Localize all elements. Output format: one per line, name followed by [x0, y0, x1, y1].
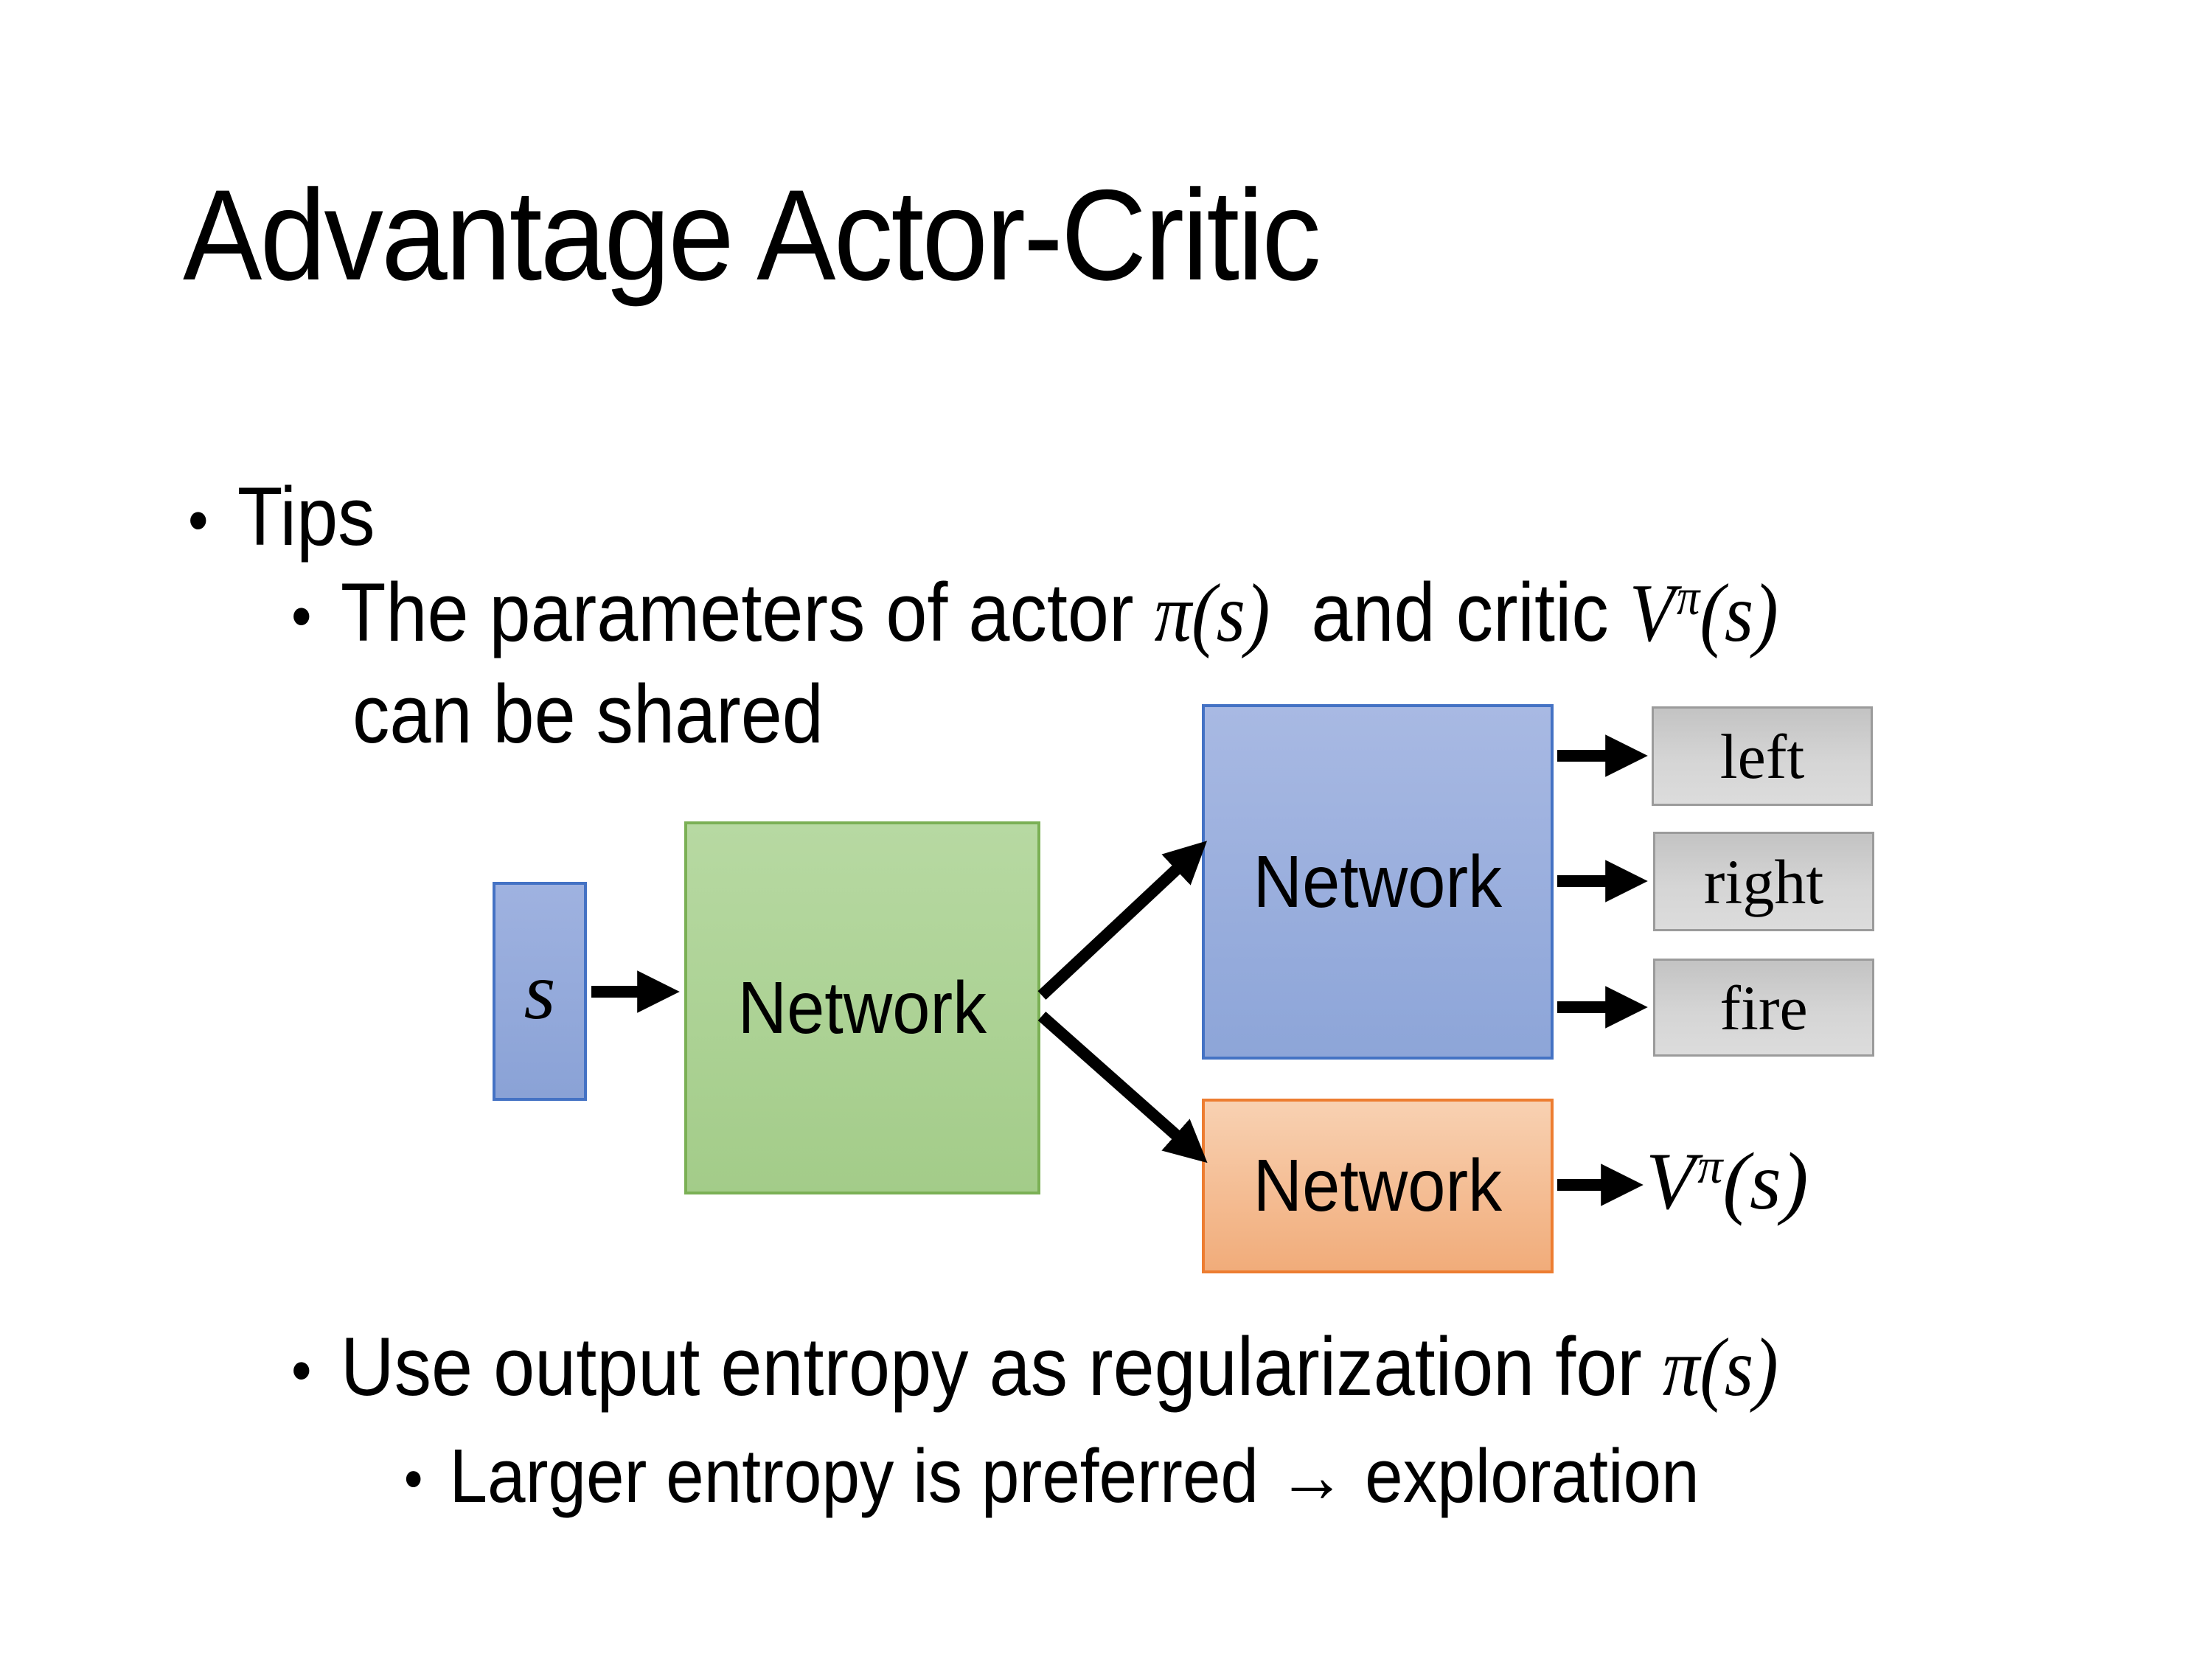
critic-network-box: Network — [1202, 1099, 1554, 1273]
slide-title: Advantage Actor-Critic — [183, 164, 1321, 307]
value-output-label: Vπ(s) — [1646, 1136, 1809, 1226]
actor-network-box: Network — [1202, 704, 1554, 1060]
action-box-right: right — [1653, 832, 1874, 931]
critic-network-label: Network — [1253, 1144, 1503, 1227]
shared-network-box: Network — [684, 821, 1040, 1194]
bullet-marker: • — [291, 579, 312, 652]
bullet-parameters: • The parameters of actor π(s) and critic… — [291, 569, 1778, 658]
bullet-tips: • Tips — [188, 473, 375, 560]
bullet-tips-label: Tips — [237, 470, 375, 563]
bullet-parameters-text-2: can be shared — [352, 668, 824, 760]
action-label-left: left — [1719, 720, 1805, 792]
actor-network-label: Network — [1253, 840, 1503, 923]
arrow-shared-to-actor — [1037, 841, 1208, 1000]
bullet-marker: • — [404, 1445, 423, 1512]
bullet-exploration: • Larger entropy is preferred → explorati… — [404, 1436, 1700, 1516]
bullet-parameters-text: The parameters of actor π(s) and critic … — [340, 566, 1778, 659]
shared-network-label: Network — [737, 966, 987, 1049]
action-label-fire: fire — [1719, 972, 1808, 1043]
bullet-marker: • — [291, 1333, 312, 1406]
action-label-right: right — [1703, 846, 1824, 917]
bullet-entropy: • Use output entropy as regularization fo… — [291, 1324, 1778, 1412]
arrow-shared-to-critic — [1037, 1012, 1208, 1164]
action-box-fire: fire — [1653, 959, 1874, 1057]
bullet-entropy-text: Use output entropy as regularization for… — [340, 1321, 1778, 1413]
bullet-exploration-text: Larger entropy is preferred → exploratio… — [449, 1433, 1700, 1518]
action-box-left: left — [1652, 706, 1873, 806]
bullet-marker: • — [188, 483, 209, 556]
state-label: s — [524, 946, 556, 1036]
bullet-parameters-line2: can be shared — [352, 671, 824, 758]
state-input-box: s — [493, 882, 587, 1101]
